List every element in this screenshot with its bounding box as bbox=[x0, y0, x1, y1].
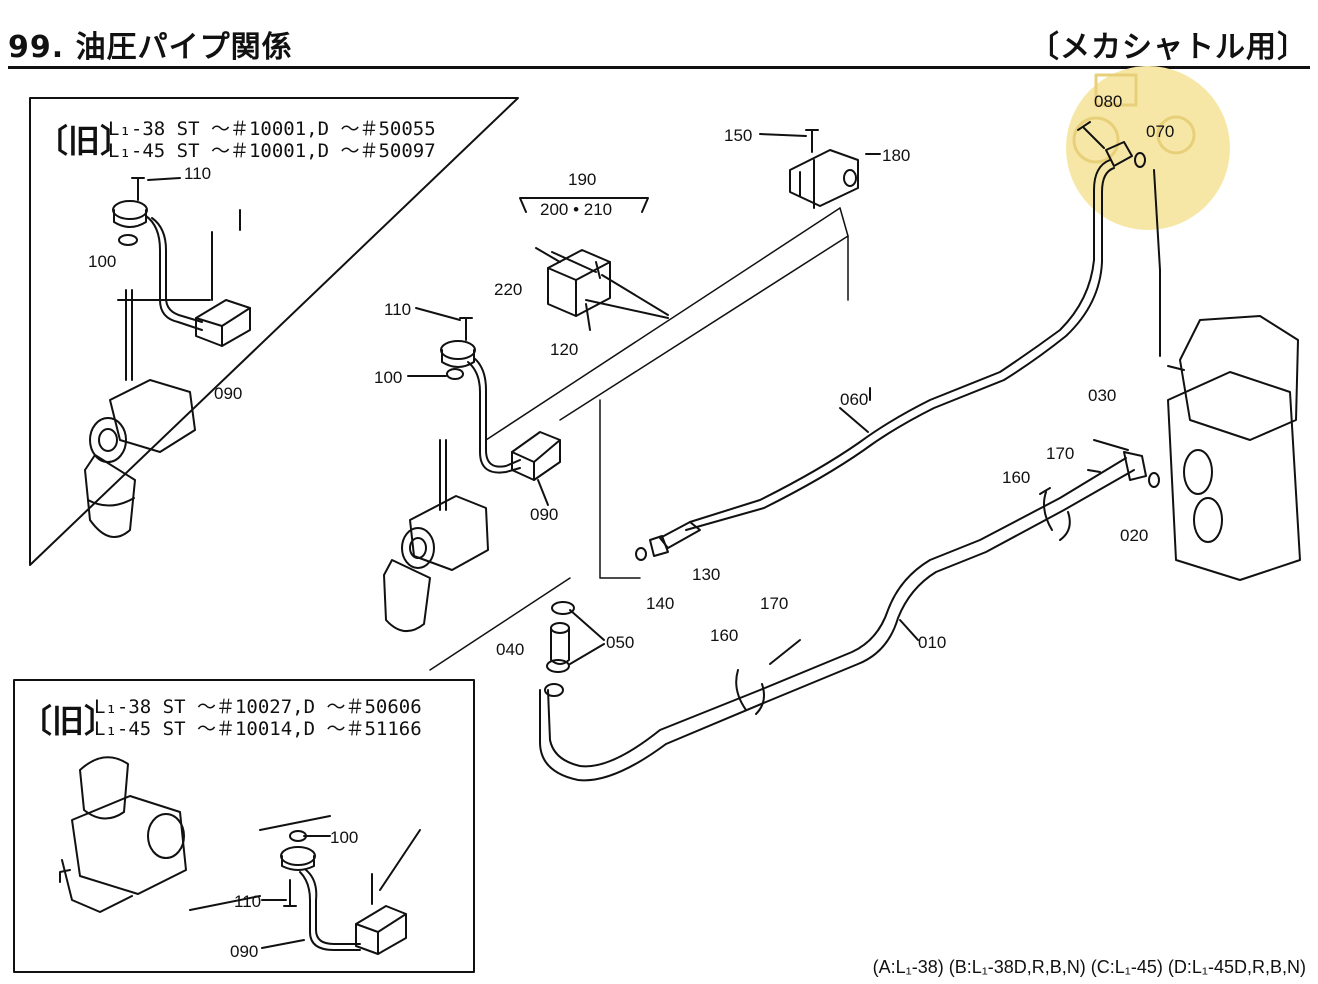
callout-050: 050 bbox=[606, 633, 635, 652]
callout-090-inset-top: 090 bbox=[214, 384, 243, 403]
inset-bottom-serial-line-2: L₁-45 ST ～＃10014,D ～＃51166 bbox=[94, 718, 422, 740]
callout-090-main: 090 bbox=[530, 505, 559, 524]
variant-label: 〔メカシャトル用〕 bbox=[1029, 30, 1308, 65]
model-legend: (A:L₁-38) (B:L₁-38D,R,B,N) (C:L₁-45) (D:… bbox=[872, 957, 1306, 977]
callout-200-210: 200 • 210 bbox=[540, 200, 613, 219]
callout-100-main: 100 bbox=[374, 368, 403, 387]
inset-top-serial-line-2: L₁-45 ST ～＃10001,D ～＃50097 bbox=[108, 140, 436, 162]
page-title: 99. 油圧パイプ関係 bbox=[8, 30, 293, 65]
inset-bottom-old-label: 〔旧〕 bbox=[20, 702, 117, 740]
bracket-180 bbox=[759, 129, 881, 209]
callout-100-inset-bottom: 100 bbox=[330, 828, 359, 847]
bracket-190 bbox=[519, 197, 669, 331]
inset-bottom-pipe bbox=[189, 815, 421, 955]
pipe-010 bbox=[539, 439, 1160, 782]
inset-top-pump bbox=[84, 209, 241, 539]
callout-040: 040 bbox=[496, 640, 525, 659]
callout-020: 020 bbox=[1120, 526, 1149, 545]
callout-120: 120 bbox=[550, 340, 579, 359]
callout-180: 180 bbox=[882, 146, 911, 165]
pipe-090-main bbox=[407, 307, 561, 506]
callout-140: 140 bbox=[646, 594, 675, 613]
frame-guide-lines bbox=[429, 207, 849, 671]
callout-220: 220 bbox=[494, 280, 523, 299]
callout-170-mid: 170 bbox=[760, 594, 789, 613]
callout-060: 060 bbox=[840, 390, 869, 409]
inset-bottom-pump bbox=[59, 756, 187, 913]
inset-bottom-frame bbox=[13, 679, 475, 973]
callout-090-inset-bottom: 090 bbox=[230, 942, 259, 961]
callout-080: 080 bbox=[1094, 92, 1123, 111]
callout-110-inset-top: 110 bbox=[184, 164, 212, 183]
main-pump bbox=[383, 439, 489, 632]
callout-110-inset-bottom: 110 bbox=[234, 892, 262, 911]
callout-150: 150 bbox=[724, 126, 753, 145]
inset-top-pipe bbox=[112, 177, 251, 381]
inset-top-frame bbox=[29, 97, 519, 566]
header-rule bbox=[8, 66, 1310, 69]
callout-030: 030 bbox=[1088, 386, 1117, 405]
fitting-080 bbox=[1077, 121, 1146, 168]
callout-160-mid: 160 bbox=[710, 626, 739, 645]
callout-110-main: 110 bbox=[384, 300, 412, 319]
pipe-060 bbox=[635, 159, 1115, 561]
callout-170-right: 170 bbox=[1046, 444, 1075, 463]
callout-070: 070 bbox=[1146, 122, 1175, 141]
coupling-040 bbox=[544, 601, 605, 697]
callout-130: 130 bbox=[692, 565, 721, 584]
callout-160-right: 160 bbox=[1002, 468, 1031, 487]
callout-010: 010 bbox=[918, 633, 947, 652]
watermark-logo bbox=[1066, 66, 1230, 230]
callout-100-inset-top: 100 bbox=[88, 252, 117, 271]
inset-top-serial-line-1: L₁-38 ST ～＃10001,D ～＃50055 bbox=[108, 118, 436, 140]
callout-190: 190 bbox=[568, 170, 597, 189]
inset-bottom-serial-line-1: L₁-38 ST ～＃10027,D ～＃50606 bbox=[94, 696, 422, 718]
inset-top-old-label: 〔旧〕 bbox=[36, 122, 133, 160]
engine-block bbox=[1153, 169, 1301, 581]
watermark-tractor-icon bbox=[1072, 73, 1196, 164]
